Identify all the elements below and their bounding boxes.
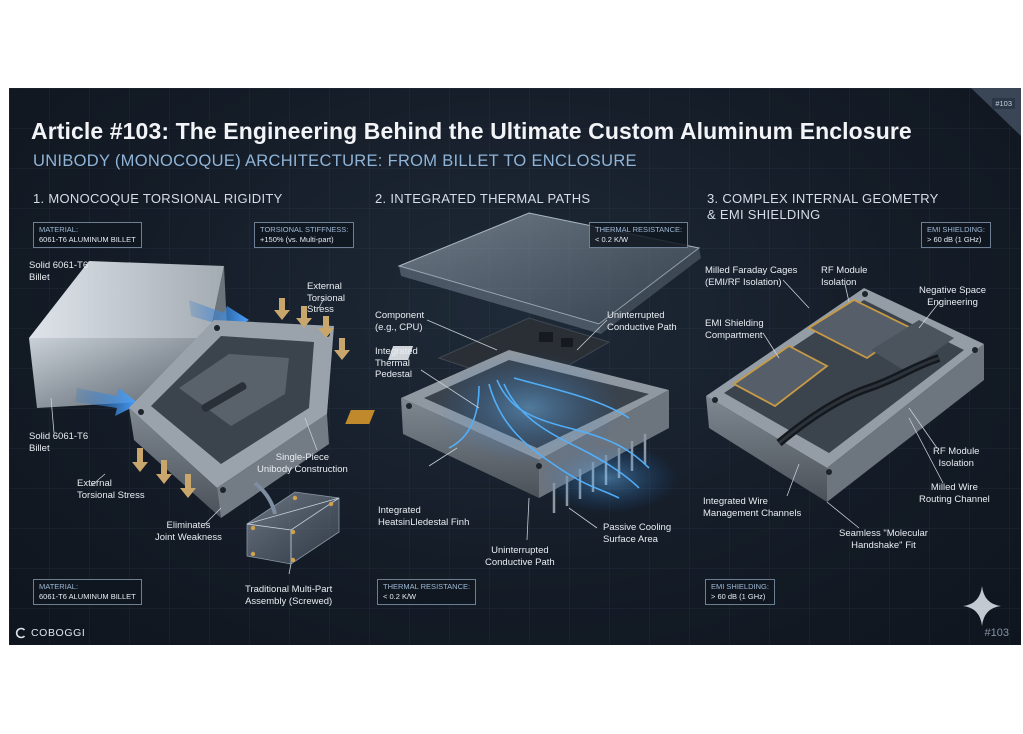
- tag-value: > 60 dB (1 GHz): [927, 235, 982, 244]
- label-rf-module-isolation-right: RF Module Isolation: [933, 446, 980, 469]
- infographic-poster: #103 Article #103: The Engineering Behin…: [9, 88, 1021, 645]
- footer-number: #103: [984, 627, 1009, 639]
- label-billet-top: Solid 6061-T6 Billet: [29, 260, 89, 283]
- label-milled-faraday-cages: Milled Faraday Cages (EMI/RF Isolation): [705, 265, 798, 288]
- label-external-torsional-stress-left: External Torsional Stress: [77, 478, 145, 501]
- label-traditional-multi-part: Traditional Multi-Part Assembly (Screwed…: [245, 584, 333, 607]
- label-integrated-thermal-pedestal: Integrated Thermal Pedestal: [375, 346, 418, 380]
- label-eliminates-joint-weakness: Eliminates Joint Weakness: [155, 520, 222, 543]
- sparkle-icon: [963, 586, 1001, 626]
- label-component-cpu: Component (e.g., CPU): [375, 310, 425, 333]
- label-negative-space-engineering: Negative Space Engineering: [919, 285, 987, 308]
- section-1-stiffness-tag: TORSIONAL STIFFNESS: +150% (vs. Multi-pa…: [254, 222, 355, 248]
- emi-enclosure: [706, 288, 984, 502]
- label-integrated-heatsink: Integrated HeatsinLledestal Finh: [378, 505, 470, 528]
- tag-key: MATERIAL:: [39, 582, 79, 591]
- tag-value: 6061-T6 ALUMINUM BILLET: [39, 235, 136, 244]
- page-title: Article #103: The Engineering Behind the…: [31, 118, 912, 144]
- tag-key: THERMAL RESISTANCE:: [595, 225, 683, 234]
- illustration-layer: [29, 88, 1021, 626]
- section-1-leader-lines: [50, 277, 325, 575]
- label-uninterrupted-path-top: Uninterrupted Conductive Path: [607, 310, 677, 333]
- section-3-emi-tag-bottom: EMI SHIELDING: > 60 dB (1 GHz): [705, 579, 775, 605]
- brand-name: COBOGGI: [31, 627, 86, 639]
- section-1-material-tag-bottom: MATERIAL: 6061-T6 ALUMINUM BILLET: [33, 579, 142, 605]
- torsional-stress-arrows-left: [132, 448, 196, 498]
- thermal-glow: [434, 353, 679, 513]
- tag-key: MATERIAL:: [39, 225, 79, 234]
- tag-value: 6061-T6 ALUMINUM BILLET: [39, 592, 136, 601]
- corner-badge: #103: [992, 98, 1015, 109]
- tag-key: THERMAL RESISTANCE:: [383, 582, 471, 591]
- section-3-heading: 3. COMPLEX INTERNAL GEOMETRY & EMI SHIEL…: [707, 191, 939, 222]
- section-3-leader-lines: [762, 279, 944, 529]
- label-external-torsional-stress-right: External Torsional Stress: [307, 281, 346, 315]
- label-billet-bottom: Solid 6061-T6 Billet: [29, 431, 89, 454]
- label-emi-shielding-compartment: EMI Shielding Compartment: [705, 318, 764, 341]
- billet-to-enclosure-arrow-bottom: [75, 388, 139, 416]
- tag-key: EMI SHIELDING:: [927, 225, 985, 234]
- label-rf-module-isolation-top: RF Module Isolation: [821, 265, 868, 288]
- section-2-thermal-tag: THERMAL RESISTANCE: < 0.2 K/W: [589, 222, 689, 248]
- brand-c-icon: [15, 627, 26, 639]
- tag-key: TORSIONAL STIFFNESS:: [260, 225, 349, 234]
- section-2-heading: 2. INTEGRATED THERMAL PATHS: [375, 191, 591, 206]
- tag-key: EMI SHIELDING:: [711, 582, 769, 591]
- brand-logo: COBOGGI: [15, 627, 85, 639]
- label-seamless-fit: Seamless "Molecular Handshake" Fit: [839, 528, 928, 551]
- section-1-material-tag: MATERIAL: 6061-T6 ALUMINUM BILLET: [33, 222, 142, 248]
- multi-part-assembly: [246, 481, 340, 565]
- label-uninterrupted-path-bottom: Uninterrupted Conductive Path: [485, 545, 555, 568]
- section-3-emi-tag: EMI SHIELDING: > 60 dB (1 GHz): [921, 222, 991, 248]
- label-passive-cooling: Passive Cooling Surface Area: [603, 522, 672, 545]
- unibody-enclosure: [129, 320, 334, 518]
- section-2-leader-lines: [420, 319, 608, 541]
- torsional-stress-arrows-right: [274, 298, 350, 360]
- section-1-heading: 1. MONOCOQUE TORSIONAL RIGIDITY: [33, 191, 283, 206]
- label-milled-wire-routing: Milled Wire Routing Channel: [919, 482, 990, 505]
- label-unibody-construction: Single-Piece Unibody Construction: [257, 452, 348, 475]
- tag-value: > 60 dB (1 GHz): [711, 592, 766, 601]
- tag-value: +150% (vs. Multi-part): [260, 235, 334, 244]
- tag-value: < 0.2 K/W: [383, 592, 417, 601]
- tag-value: < 0.2 K/W: [595, 235, 629, 244]
- conductive-path-lines: [448, 377, 650, 499]
- corner-fold: [971, 88, 1021, 136]
- page-subtitle: UNIBODY (MONOCOQUE) ARCHITECTURE: FROM B…: [33, 152, 637, 170]
- section-2-thermal-tag-bottom: THERMAL RESISTANCE: < 0.2 K/W: [377, 579, 477, 605]
- label-integrated-wire-channels: Integrated Wire Management Channels: [703, 496, 802, 519]
